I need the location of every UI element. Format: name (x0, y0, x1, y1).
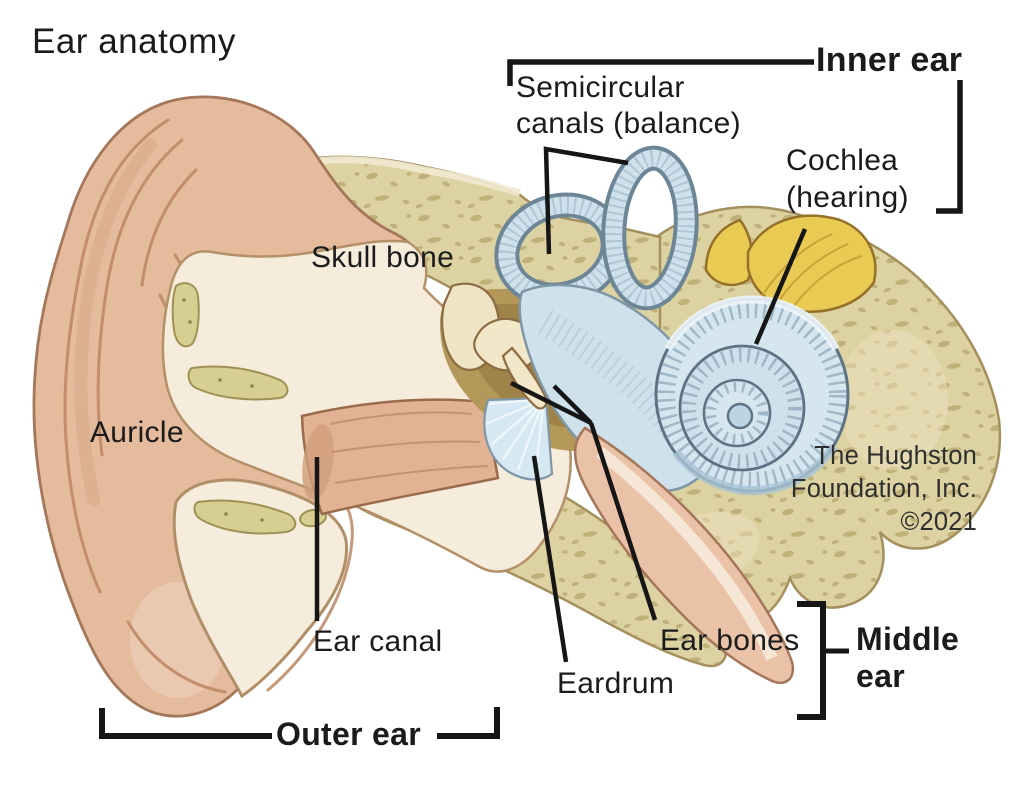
credit-line2: Foundation, Inc. (790, 475, 977, 503)
label-eardrum: Eardrum (557, 667, 675, 700)
leader-lines (314, 146, 808, 663)
page-title: Ear anatomy (32, 22, 236, 61)
label-ear-bones: Ear bones (660, 624, 800, 657)
label-skull-bone: Skull bone (311, 241, 455, 274)
soft-tissue-fold-shape (573, 426, 795, 685)
label-cochlea: Cochlea (hearing) (786, 142, 909, 216)
credit-text: The Hughston Foundation, Inc. ©2021 (791, 440, 977, 539)
cochlea-shape (654, 295, 850, 496)
label-auricle: Auricle (90, 416, 184, 449)
label-inner-ear: Inner ear (816, 41, 963, 79)
credit-line1: The Hughston (814, 442, 977, 470)
label-semicircular-line1: Semicircular (516, 71, 685, 104)
label-semicircular-line2: canals (balance) (516, 107, 741, 140)
middle-ear-bracket (797, 601, 826, 720)
label-middle-ear-line1: Middle (856, 621, 960, 657)
outer-ear-bracket (437, 707, 500, 739)
outer-ear-bracket (99, 708, 272, 739)
label-outer-ear: Outer ear (276, 716, 421, 752)
label-cochlea-line2: (hearing) (786, 181, 909, 214)
label-ear-canal: Ear canal (313, 625, 443, 658)
label-middle-ear: Middle ear (856, 621, 959, 695)
inner-ear-bracket (936, 80, 963, 214)
inner-ear-bracket (507, 59, 814, 86)
credit-line3: ©2021 (900, 508, 977, 536)
region-brackets (99, 59, 963, 739)
label-semicircular-canals: Semicircular canals (balance) (516, 70, 741, 142)
label-cochlea-line1: Cochlea (786, 144, 899, 177)
label-middle-ear-line2: ear (856, 658, 905, 694)
